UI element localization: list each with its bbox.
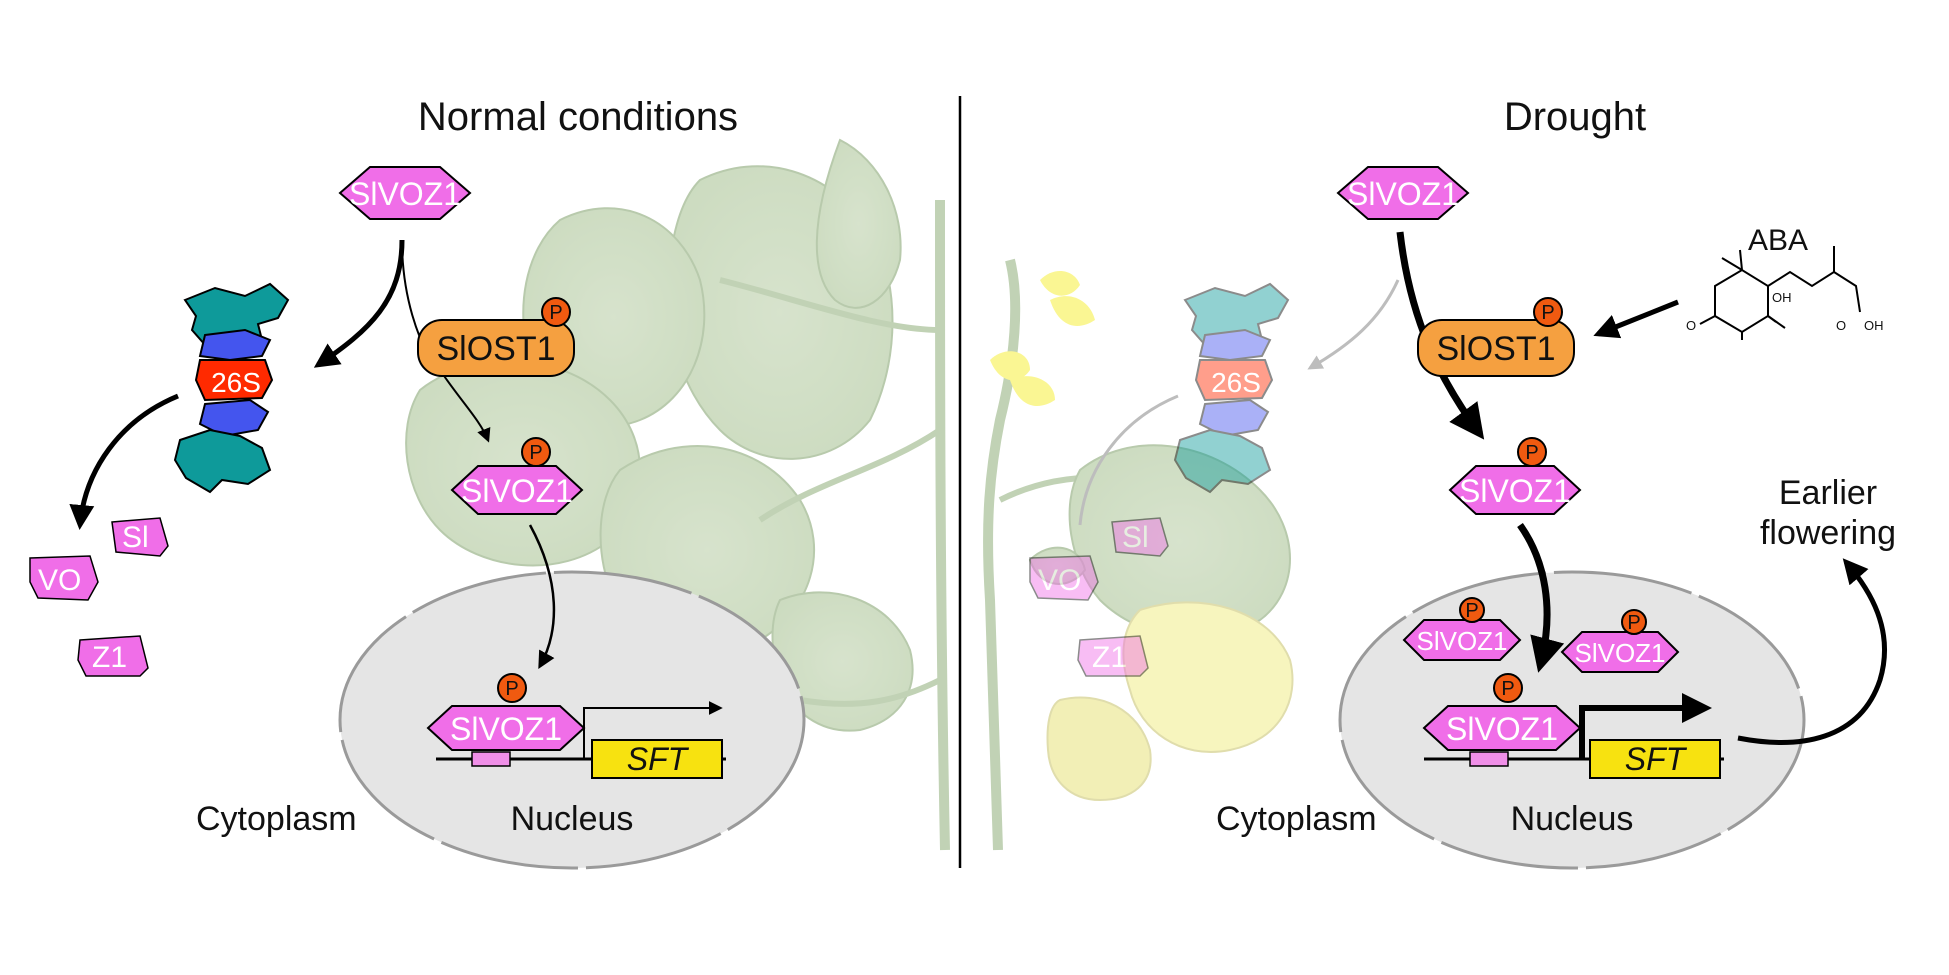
right-slvoz1-nuclear-extra-2: SlVOZ1 P [1560,609,1680,673]
svg-text:SlVOZ1: SlVOZ1 [450,711,562,747]
right-panel: 26S Sl VO Z1 SlVOZ1 SlOST1 P [1029,166,1896,870]
svg-text:SlOST1: SlOST1 [1436,330,1555,368]
svg-text:SlVOZ1: SlVOZ1 [1416,626,1507,656]
svg-text:SlVOZ1: SlVOZ1 [349,176,461,212]
right-slvoz1-phosphorylated: SlVOZ1 P [1448,437,1582,515]
right-arrow-nuclear-import [1517,522,1565,673]
plant-background [405,138,1294,851]
right-degraded-fragments-faded: Sl VO Z1 [1029,517,1169,677]
outcome-label-line1: Earlier [1779,474,1877,512]
degraded-fragment-2: VO [29,555,99,601]
svg-text:OH: OH [1772,290,1792,305]
left-panel-title: Normal conditions [418,95,738,139]
svg-text:SFT: SFT [1625,741,1688,777]
svg-text:P: P [1525,442,1538,464]
svg-text:SlVOZ1: SlVOZ1 [461,473,573,509]
left-nucleus-label: Nucleus [511,800,634,838]
left-arrow-to-proteasome [313,239,405,368]
right-arrow-earlier-flowering [1737,558,1887,745]
left-cytoplasm-label: Cytoplasm [196,800,357,838]
svg-text:Sl: Sl [1122,521,1149,554]
left-slvoz1-nuclear: SlVOZ1 P [426,673,586,751]
right-slvoz1-cytoplasmic: SlVOZ1 [1336,166,1470,220]
aba-molecule: ABA OH OH O O [1686,224,1884,340]
right-slvoz1-nuclear-extra-1: SlVOZ1 P [1402,597,1522,661]
svg-text:P: P [1501,678,1514,700]
svg-text:P: P [549,302,562,324]
left-slvoz1-cytoplasmic: SlVOZ1 [338,166,472,220]
svg-text:P: P [505,678,518,700]
degraded-fragment-1: Sl [111,517,169,557]
degraded-fragment-3: Z1 [77,635,149,677]
healthy-plant-illustration [405,138,950,851]
svg-text:P: P [529,442,542,464]
right-cytoplasm-label: Cytoplasm [1216,800,1377,838]
left-slvoz1-phosphorylated: SlVOZ1 P [450,437,584,515]
svg-text:ABA: ABA [1748,224,1808,257]
svg-text:SlVOZ1: SlVOZ1 [1347,176,1459,212]
svg-text:SlVOZ1: SlVOZ1 [1574,638,1665,668]
svg-text:SlVOZ1: SlVOZ1 [1459,473,1571,509]
svg-text:P: P [1465,600,1478,622]
svg-text:OH: OH [1864,318,1884,333]
right-26s-proteasome-faded: 26S [1173,282,1290,494]
svg-text:Z1: Z1 [1092,641,1127,674]
left-panel: SlVOZ1 26S Sl VO Z1 [29,166,806,870]
svg-text:P: P [1627,612,1640,634]
svg-text:O: O [1836,318,1846,333]
svg-text:VO: VO [1038,564,1081,597]
left-arrow-degradation [69,393,179,530]
right-sft-gene: SFT [1424,693,1724,779]
left-26s-proteasome: 26S [173,282,290,494]
outcome-label-line2: flowering [1760,514,1896,552]
svg-text:Sl: Sl [122,521,149,554]
left-arrow-phosphorylation [439,369,491,443]
drought-plant-illustration [983,258,1294,851]
svg-text:SlOST1: SlOST1 [436,330,555,368]
svg-text:26S: 26S [1211,367,1261,398]
svg-text:SlVOZ1: SlVOZ1 [1446,711,1558,747]
right-slvoz1-nuclear: SlVOZ1 P [1422,673,1582,751]
right-nucleus-label: Nucleus [1511,800,1634,838]
right-arrow-to-proteasome-faded [1307,279,1400,370]
svg-text:SFT: SFT [627,741,690,777]
left-arrow-nuclear-import [528,524,556,670]
svg-text:VO: VO [38,564,81,597]
right-arrow-aba-activation [1593,299,1679,339]
right-arrow-degradation-faded [1078,394,1179,526]
right-panel-title: Drought [1504,95,1646,139]
left-slost1: SlOST1 P [417,297,575,377]
left-sft-gene: SFT [436,701,726,779]
svg-text:Z1: Z1 [92,641,127,674]
svg-text:P: P [1541,302,1554,324]
right-slost1: SlOST1 P [1417,297,1575,377]
svg-text:26S: 26S [211,367,261,398]
svg-text:O: O [1686,318,1696,333]
